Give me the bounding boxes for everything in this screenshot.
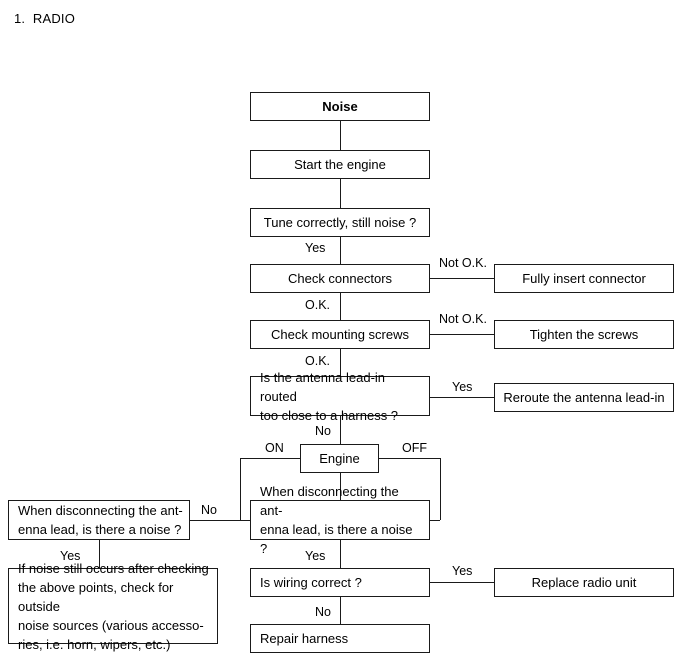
connector-wiring-to-replace-radio [430,582,494,583]
flow-node-engine: Engine [300,444,379,473]
flow-node-fully_insert: Fully insert connector [494,264,674,293]
edge-label-l-no-wiring: No [313,605,333,619]
connector-antenna-to-engine [340,416,341,444]
flow-node-antenna_routed: Is the antenna lead-in routed too close … [250,370,430,423]
flow-node-label: If noise still occurs after checking the… [18,560,209,652]
edge-label-l-off: OFF [400,441,429,455]
connector-engine-off-into-disc-right [430,520,440,521]
connector-tune-to-connectors [340,237,341,264]
connector-engine-off-vertical [440,458,441,520]
flow-node-label: Is the antenna lead-in routed too close … [260,369,399,423]
edge-label-l-ok-screws: O.K. [303,354,333,368]
edge-label-l-ok-conn: O.K. [303,298,333,312]
connector-engine-to-disc-right [340,473,341,500]
page-title: 1. RADIO [14,11,76,26]
flow-node-label: Is wiring correct ? [260,575,362,590]
edge-label-l-no-antenna: No [313,424,333,438]
connector-connectors-to-fully-insert [430,278,494,279]
flow-node-noise: Noise [250,92,430,121]
edge-label-l-no-disc: No [199,503,219,517]
flow-node-label: Tighten the screws [529,327,639,342]
connector-start-to-tune [340,179,341,208]
flow-node-label: Tune correctly, still noise ? [263,215,417,230]
connector-engine-on-horizontal [240,458,300,459]
connector-noise-to-start [340,121,341,150]
flow-node-disc_left: When disconnecting the ant- enna lead, i… [8,500,190,540]
connector-engine-off-horizontal [379,458,440,459]
flow-node-start_engine: Start the engine [250,150,430,179]
flow-node-label: Fully insert connector [522,271,646,286]
connector-antenna-to-reroute [430,397,494,398]
edge-label-l-yes-antenna: Yes [450,380,475,394]
flow-node-label: When disconnecting the ant- enna lead, i… [260,484,413,556]
connector-disc-right-to-wiring [340,540,341,568]
connector-connectors-to-screws [340,293,341,320]
flow-node-repair_harness: Repair harness [250,624,430,653]
flow-node-label: Reroute the antenna lead-in [503,390,665,405]
connector-engine-on-vertical [240,458,241,520]
flow-node-label: Check mounting screws [271,327,409,342]
flow-node-label: Engine [319,451,360,466]
connector-disc-right-to-disc-left [190,520,250,521]
connector-wiring-to-repair [340,597,341,624]
flow-node-outside_noise: If noise still occurs after checking the… [8,561,218,652]
flow-node-tune: Tune correctly, still noise ? [250,208,430,237]
flow-node-label: Replace radio unit [531,575,637,590]
flow-node-check_screws: Check mounting screws [250,320,430,349]
flow-node-disc_right: When disconnecting the ant- enna lead, i… [250,484,430,556]
edge-label-l-yes-disc-left: Yes [58,549,83,563]
connector-screws-to-tighten [430,334,494,335]
flow-node-reroute: Reroute the antenna lead-in [494,383,674,412]
edge-label-l-yes-wiring: Yes [450,564,475,578]
edge-label-l-notok-conn: Not O.K. [437,256,489,270]
flow-node-label: Repair harness [260,631,349,646]
flow-node-check_connectors: Check connectors [250,264,430,293]
flow-node-label: Check connectors [287,271,393,286]
connector-disc-left-to-outside-noise [99,540,100,568]
flow-node-tighten_screws: Tighten the screws [494,320,674,349]
edge-label-l-yes-disc-right: Yes [303,549,328,563]
edge-label-l-yes-tune: Yes [303,241,328,255]
connector-screws-to-antenna [340,349,341,376]
edge-label-l-notok-screws: Not O.K. [437,312,489,326]
flow-node-replace_radio: Replace radio unit [494,568,674,597]
edge-label-l-on: ON [263,441,286,455]
flow-node-label: Start the engine [294,157,386,172]
flow-node-label: Noise [322,99,358,114]
flow-node-wiring: Is wiring correct ? [250,568,430,597]
flow-node-label: When disconnecting the ant- enna lead, i… [18,503,183,537]
